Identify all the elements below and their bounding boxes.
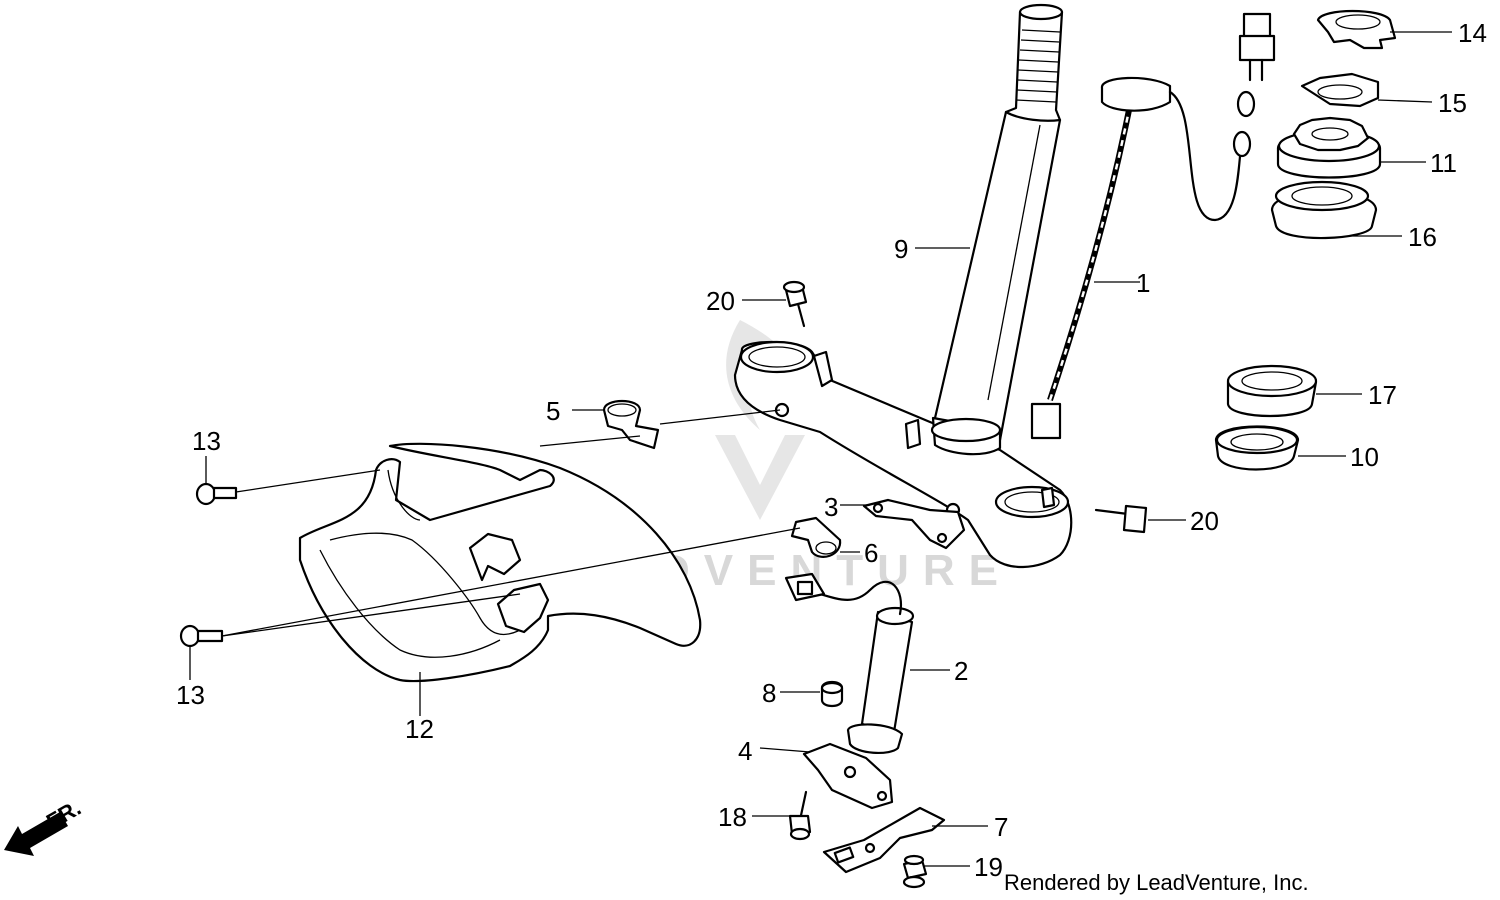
callout-3: 3 — [824, 492, 838, 522]
bolt-upper — [782, 280, 808, 328]
callout-16: 16 — [1408, 222, 1437, 252]
lock-washer — [1316, 9, 1397, 50]
callout-8: 8 — [762, 678, 776, 708]
triple-clamp — [733, 340, 1073, 569]
screw-13-lower — [179, 624, 224, 648]
bolt-18 — [788, 790, 812, 841]
assembly-lines — [221, 409, 801, 637]
bearing-race — [1214, 425, 1300, 471]
callout-2: 2 — [954, 656, 968, 686]
callout-20-upper: 20 — [706, 286, 735, 316]
harness-connector — [1232, 12, 1276, 158]
callout-6: 6 — [864, 538, 878, 568]
callout-5: 5 — [546, 396, 560, 426]
front-direction-indicator: FR. — [4, 795, 85, 856]
callout-14: 14 — [1458, 18, 1487, 48]
callout-10: 10 — [1350, 442, 1379, 472]
front-cover — [298, 442, 702, 683]
callout-4: 4 — [738, 736, 752, 766]
collar-8 — [820, 680, 844, 708]
callout-11: 11 — [1430, 148, 1457, 178]
wire-harness — [1030, 76, 1244, 440]
callout-1: 1 — [1136, 268, 1150, 298]
speed-sensor — [784, 572, 915, 754]
callout-13-upper: 13 — [192, 426, 221, 456]
cable-clamp-6 — [790, 516, 842, 558]
bracket-3 — [862, 498, 966, 550]
leader-lines — [189, 31, 1452, 867]
bolt-right — [1094, 504, 1148, 534]
callout-15: 15 — [1438, 88, 1467, 118]
callout-12: 12 — [405, 714, 434, 744]
credit-text: Rendered by LeadVenture, Inc. — [1004, 870, 1309, 895]
callout-18: 18 — [718, 802, 747, 832]
bracket-7 — [822, 806, 946, 874]
callout-7: 7 — [994, 812, 1008, 842]
callout-9: 9 — [894, 234, 908, 264]
steering-stem-nut — [1276, 116, 1382, 179]
callouts: 1 2 3 4 5 6 7 8 9 10 11 12 13 13 14 15 1… — [176, 18, 1487, 882]
callout-17: 17 — [1368, 380, 1397, 410]
steering-bearing — [1226, 364, 1318, 418]
bolt-19 — [902, 854, 928, 889]
dust-seal — [1270, 180, 1378, 240]
screw-13-upper — [195, 482, 238, 506]
claw-washer — [1300, 72, 1380, 108]
callout-19: 19 — [974, 852, 1003, 882]
plate-4 — [802, 742, 894, 810]
callout-20-right: 20 — [1190, 506, 1219, 536]
cable-clamp-5 — [602, 399, 660, 450]
steering-stem-shaft — [933, 3, 1064, 442]
callout-13-lower: 13 — [176, 680, 205, 710]
